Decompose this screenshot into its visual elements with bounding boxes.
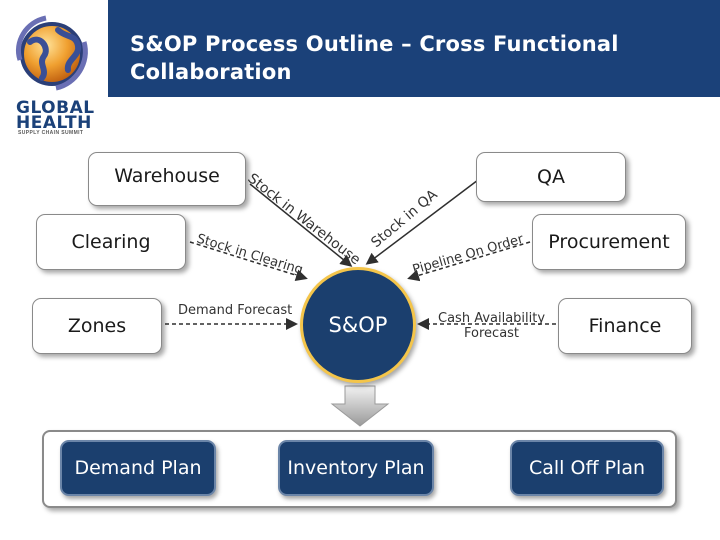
flow-label-cash-availability-line1: Cash Availability [438,311,546,326]
flow-label-cash-availability-line2: Forecast [464,326,520,341]
call-off-plan-label: Call Off Plan [528,457,645,479]
connector-clearing [189,241,308,282]
node-qa-label: QA [537,166,565,188]
logo-text-global: GLOBAL [16,98,95,118]
sop-hub: S&OP [300,267,416,383]
inventory-plan-box: Inventory Plan [278,440,434,496]
page-title-line1: S&OP Process Outline – Cross Functional [130,32,619,56]
node-finance-label: Finance [588,315,662,337]
node-zones: Zones [32,298,162,354]
globe-icon [16,15,88,91]
connector-warehouse [249,183,353,267]
node-finance: Finance [558,298,692,354]
inventory-plan-label: Inventory Plan [287,457,425,479]
connector-qa [365,179,479,265]
flow-label-cash-availability: Cash Availability Forecast [438,311,545,341]
demand-plan-label: Demand Plan [74,457,202,479]
flow-label-stock-in-qa: Stock in QA [368,186,441,251]
page-title: S&OP Process Outline – Cross Functional … [130,30,700,86]
sop-hub-label: S&OP [328,313,388,337]
node-warehouse: Warehouse [88,152,246,206]
node-qa: QA [476,152,626,202]
node-procurement-label: Procurement [548,231,670,253]
call-off-plan-box: Call Off Plan [510,440,664,496]
header-band [108,0,720,97]
global-health-logo: GLOBAL HEALTH SUPPLY CHAIN SUMMIT [6,4,106,136]
logo-text-health: HEALTH [16,113,92,133]
node-zones-label: Zones [67,315,127,337]
node-clearing: Clearing [36,214,186,270]
flow-label-pipeline-on-order: Pipeline On Order [411,232,526,278]
flow-label-stock-in-clearing: Stock in Clearing [195,231,305,278]
node-clearing-label: Clearing [71,231,151,253]
logo-tagline: SUPPLY CHAIN SUMMIT [18,130,84,136]
down-arrow-icon [330,385,390,427]
flow-label-demand-forecast: Demand Forecast [178,303,293,318]
node-warehouse-label: Warehouse [114,165,220,187]
demand-plan-box: Demand Plan [60,440,216,496]
node-procurement: Procurement [532,214,686,270]
page-title-line2: Collaboration [130,60,292,84]
